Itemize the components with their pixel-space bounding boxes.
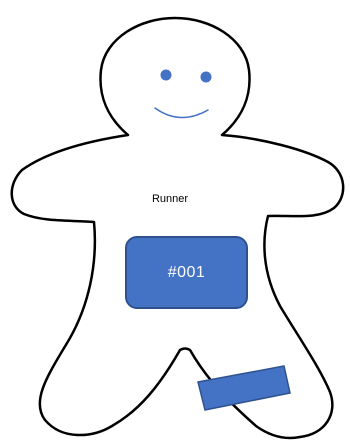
right-eye (201, 72, 212, 83)
race-bib: #001 (125, 236, 248, 309)
left-eye (161, 70, 172, 81)
gingerbread-body-outline (12, 18, 343, 438)
bib-number: #001 (168, 264, 206, 282)
runner-label: Runner (130, 193, 210, 205)
